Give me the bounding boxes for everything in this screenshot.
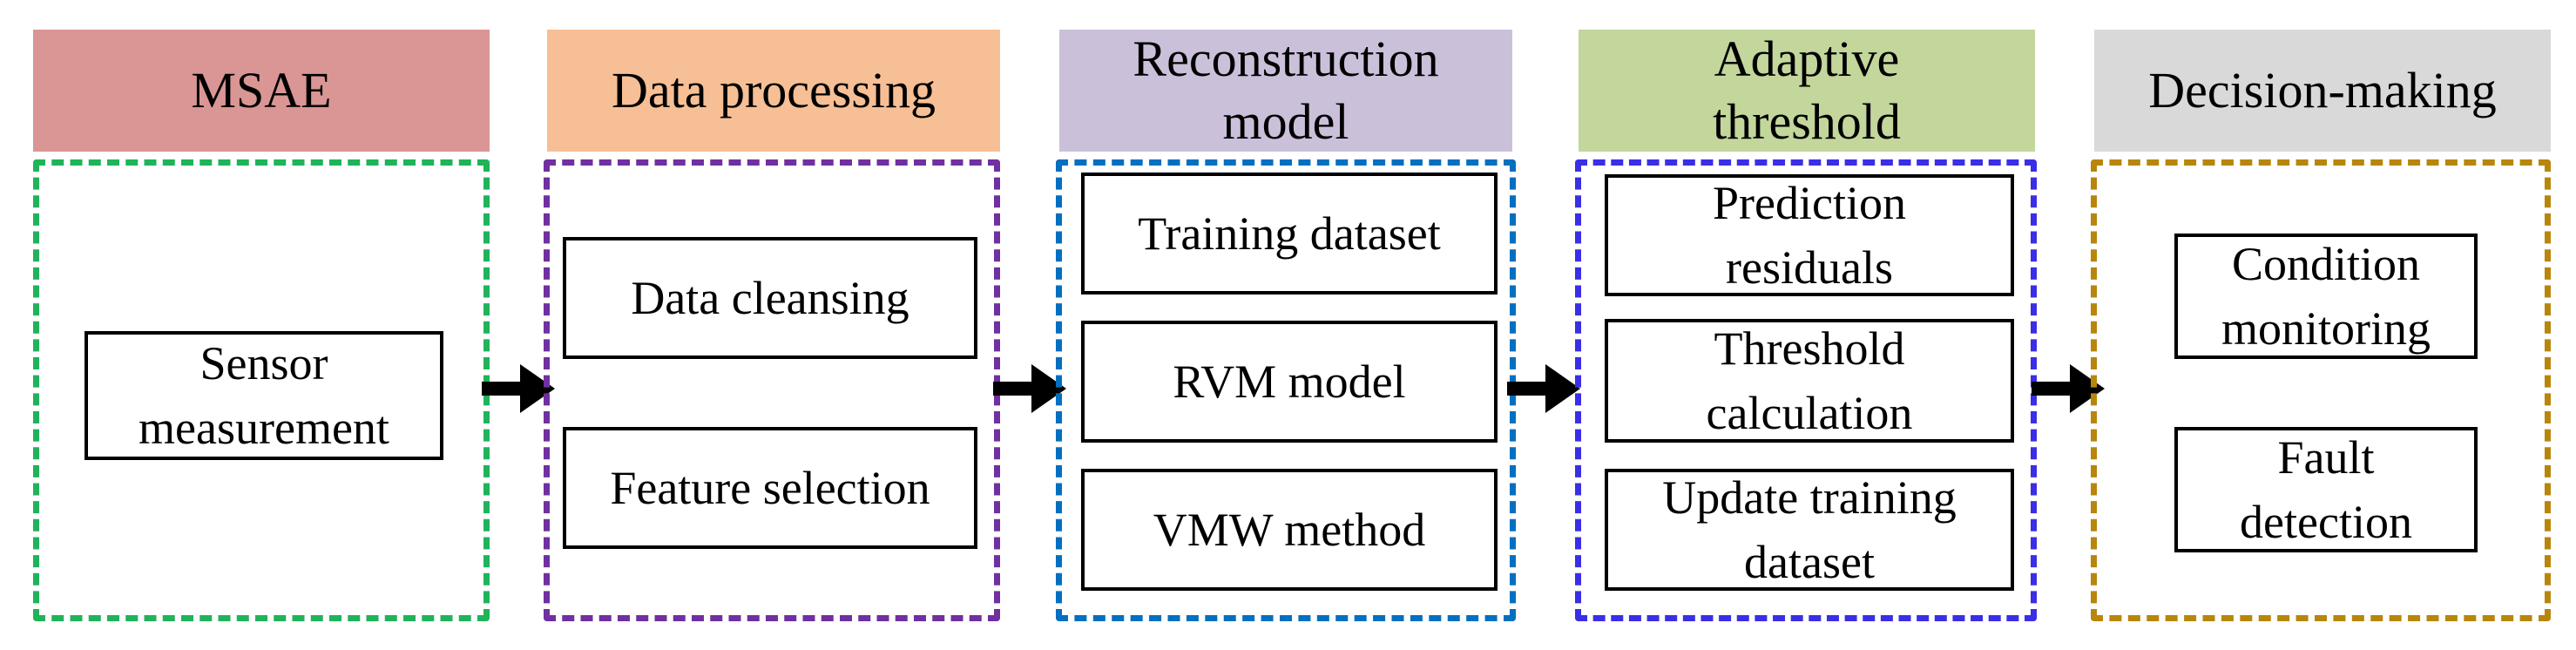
node-prediction-residuals: Prediction residuals [1605, 174, 2014, 296]
node-sensor-measurement: Sensor measurement [85, 331, 443, 460]
node-condition-monitoring: Condition monitoring [2174, 234, 2478, 359]
node-data-cleansing: Data cleansing [563, 237, 977, 359]
arrow-right-icon [1507, 364, 1580, 413]
node-threshold-calculation: Threshold calculation [1605, 319, 2014, 443]
node-fault-detection: Fault detection [2174, 427, 2478, 552]
node-training-dataset: Training dataset [1081, 173, 1498, 295]
node-feature-selection: Feature selection [563, 427, 977, 549]
stage-header-reconstruction-model: Reconstruction model [1059, 30, 1512, 152]
arrow-right-icon [2032, 364, 2105, 413]
node-vmw-method: VMW method [1081, 469, 1498, 591]
stage-header-decision-making: Decision-making [2094, 30, 2551, 152]
stage-group-reconstruction-model: Training dataset RVM model VMW method [1056, 159, 1516, 621]
stage-group-adaptive-threshold: Prediction residuals Threshold calculati… [1575, 159, 2037, 621]
stage-group-decision-making: Condition monitoring Fault detection [2091, 159, 2551, 621]
stage-group-data-processing: Data cleansing Feature selection [544, 159, 1000, 621]
stage-header-data-processing: Data processing [547, 30, 1000, 152]
arrow-right-icon [482, 364, 555, 413]
node-rvm-model: RVM model [1081, 321, 1498, 443]
arrow-right-icon [993, 364, 1066, 413]
node-update-training-dataset: Update training dataset [1605, 469, 2014, 591]
stage-header-msae: MSAE [33, 30, 490, 152]
stage-group-msae: Sensor measurement [33, 159, 490, 621]
stage-header-adaptive-threshold: Adaptive threshold [1579, 30, 2035, 152]
